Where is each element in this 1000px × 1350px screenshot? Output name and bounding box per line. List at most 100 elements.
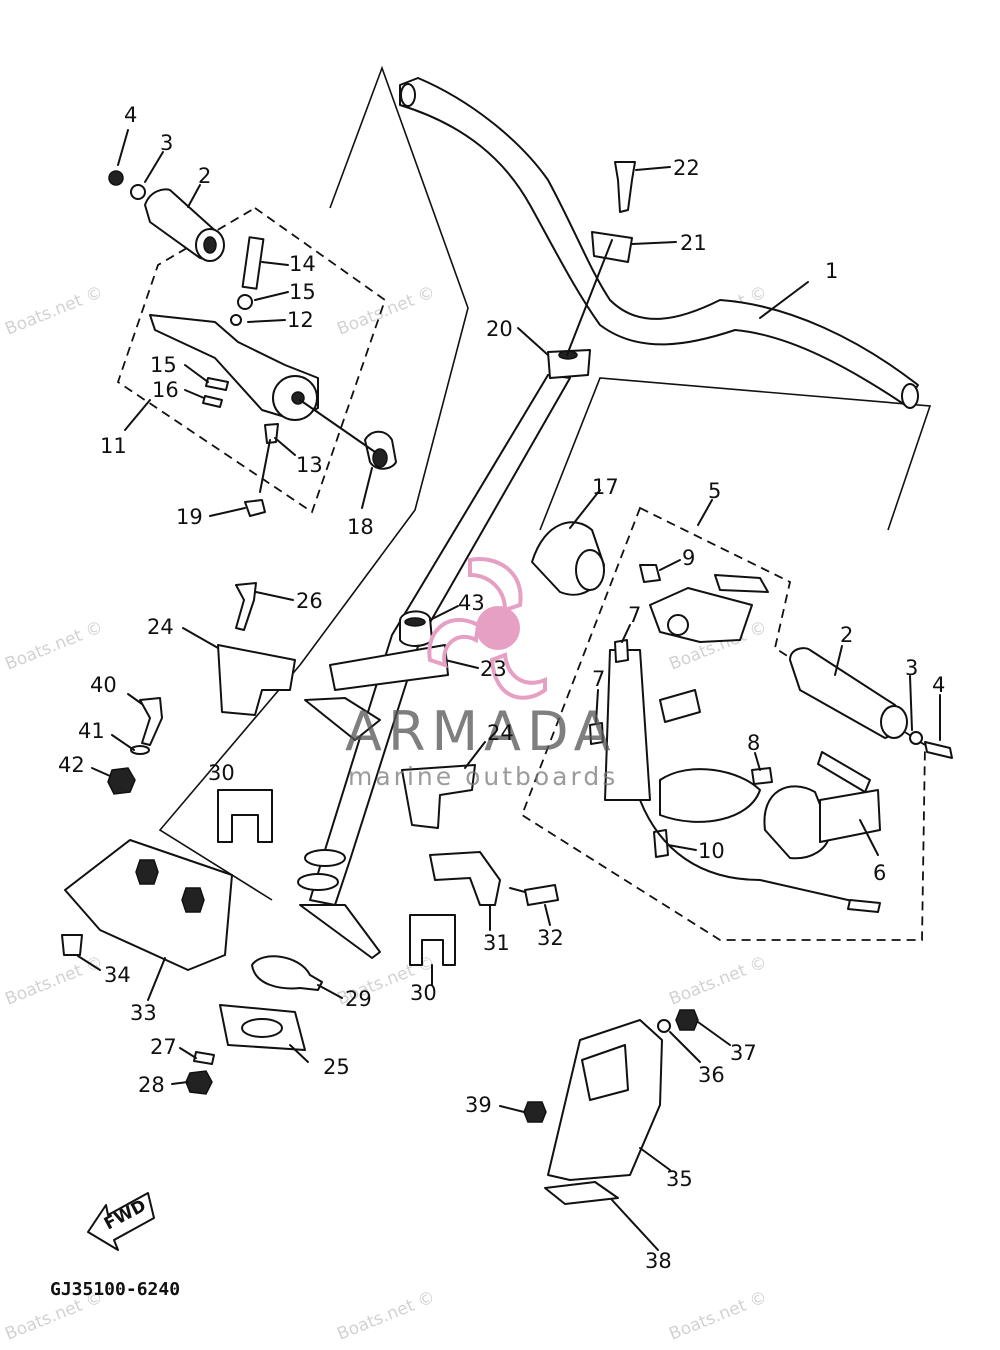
part-label-35: 35: [666, 1167, 693, 1191]
leader-line: [631, 241, 677, 245]
cover-17-opening: [575, 549, 605, 591]
leader-line: [171, 1081, 189, 1085]
part-label-24: 24: [487, 721, 514, 745]
part-label-22: 22: [673, 156, 700, 180]
column-tab: [299, 904, 381, 959]
part-label-43: 43: [458, 591, 485, 615]
washer-36: [657, 1019, 671, 1033]
leader-line: [255, 591, 294, 601]
watermark: Boats.net ©: [2, 617, 106, 674]
leader-line: [117, 129, 129, 166]
leader-line: [909, 675, 913, 731]
washer-3-right: [909, 731, 923, 745]
part-label-11: 11: [100, 434, 127, 458]
spring-12: [230, 314, 242, 326]
leader-line: [659, 559, 681, 571]
switch-wire: [639, 799, 871, 906]
leader-line: [274, 437, 296, 456]
lower-clamp-20: [547, 349, 591, 379]
leader-line: [499, 1105, 525, 1113]
leader-line: [834, 645, 843, 676]
nut-37: [675, 1009, 699, 1031]
leader-line: [124, 399, 151, 431]
leader-line: [444, 659, 479, 669]
steering-column: [297, 374, 571, 959]
grip-left-hole: [203, 236, 217, 254]
bolt-34: [61, 934, 83, 956]
part-label-40: 40: [90, 673, 117, 697]
part-label-7: 7: [592, 667, 605, 691]
part-label-14: 14: [289, 252, 316, 276]
brand-logo: [427, 557, 547, 700]
switch-cylinder: [659, 689, 701, 723]
column-collar: [297, 873, 339, 891]
lanyard-clip-6: [763, 785, 831, 860]
bracket-31: [429, 851, 501, 906]
leader-lines: [77, 129, 941, 1251]
washer-15: [237, 294, 253, 310]
group-box-11: [116, 206, 387, 514]
part-label-4: 4: [932, 673, 945, 697]
switch-7: [589, 722, 604, 745]
bushing-43: [399, 610, 433, 647]
watermark: Boats.net ©: [2, 952, 106, 1009]
bracket-24-upper: [304, 697, 381, 741]
watermark: Boats.net ©: [334, 1287, 438, 1344]
handlebar-tube: [399, 77, 919, 406]
bolt-26: [235, 582, 257, 631]
part-label-26: 26: [296, 589, 323, 613]
part-label-15: 15: [289, 280, 316, 304]
leader-line: [754, 752, 761, 771]
part-label-2: 2: [198, 164, 211, 188]
part-label-34: 34: [104, 963, 131, 987]
leader-line: [569, 489, 601, 529]
switch-lower: [604, 649, 651, 801]
handlebar-end: [901, 383, 919, 409]
part-label-21: 21: [680, 231, 707, 255]
leader-line: [144, 151, 164, 183]
part-label-10: 10: [698, 839, 725, 863]
leader-line: [544, 904, 551, 926]
clamp-29: [251, 955, 323, 991]
column-cover-group: [304, 521, 605, 741]
brand-logo-hub: [476, 606, 520, 650]
part-label-19: 19: [176, 505, 203, 529]
damper-30-lower: [409, 914, 456, 966]
brand-watermark: ARMADA marine outboards: [345, 557, 615, 791]
leader-line: [77, 955, 101, 971]
bolt-19-stem: [259, 439, 271, 493]
leader-line: [289, 1044, 309, 1063]
washer-41: [130, 745, 150, 755]
leader-line: [859, 819, 879, 856]
group-box-5: [520, 506, 926, 941]
leader-line: [254, 291, 289, 301]
group-boxes: [116, 206, 926, 941]
handlebar-clamps: [547, 161, 636, 379]
leader-line: [209, 507, 246, 517]
leader-line: [187, 184, 201, 208]
frame-outline-left: [158, 664, 301, 901]
handlebar: [399, 77, 919, 409]
leader-line: [595, 689, 599, 723]
column-collar: [304, 849, 346, 867]
bolt-32: [524, 884, 559, 906]
leader-line: [611, 1199, 659, 1251]
part-label-28: 28: [138, 1073, 165, 1097]
part-label-3: 3: [905, 656, 918, 680]
lower-left-parts: [61, 582, 559, 1095]
leader-line: [111, 734, 135, 751]
part-label-16: 16: [152, 378, 179, 402]
part-label-8: 8: [747, 731, 760, 755]
cover-plate-33: [64, 839, 233, 971]
part-label-5: 5: [708, 479, 721, 503]
part-label-23: 23: [480, 657, 507, 681]
screw-7: [614, 639, 629, 663]
leader-line: [667, 844, 697, 851]
brand-logo-blade: [468, 557, 523, 613]
leader-line: [182, 627, 219, 649]
leader-line: [317, 984, 343, 999]
bracket-35: [547, 1019, 663, 1181]
switch-housing-5: [649, 587, 753, 643]
clamp-bolt-line: [566, 239, 613, 356]
